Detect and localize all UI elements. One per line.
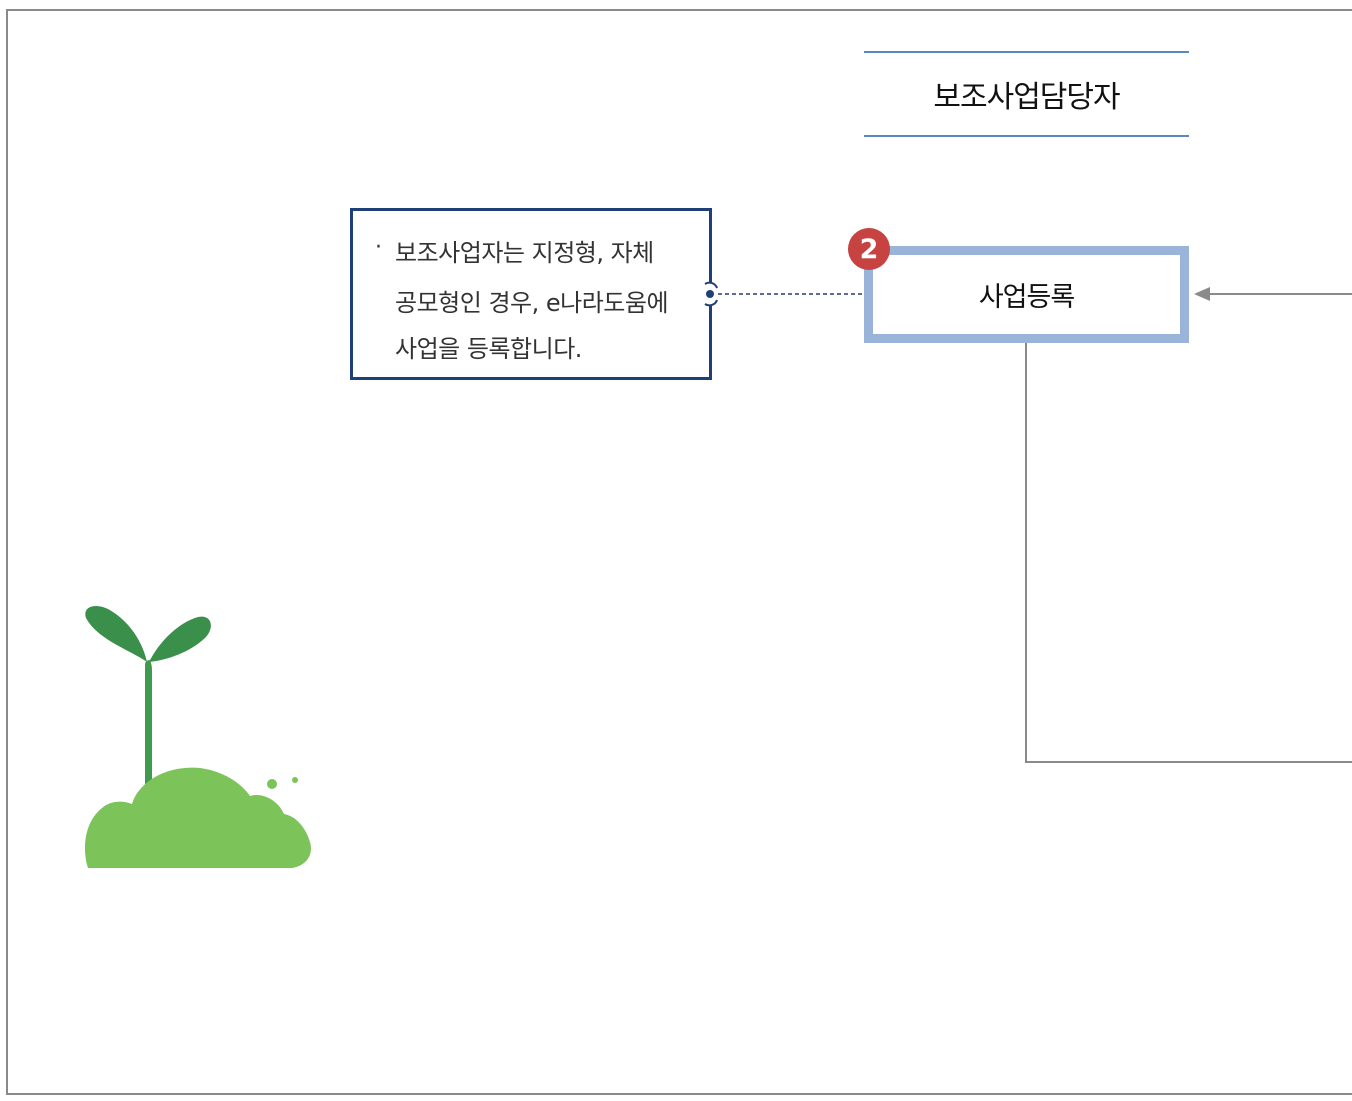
note-line-1: 보조사업자는 지정형, 자체 <box>395 239 654 267</box>
diagram-frame <box>6 9 1352 1095</box>
note-box: · 보조사업자는 지정형, 자체 공모형인 경우, e나라도움에 사업을 등록합… <box>350 208 712 380</box>
step-number: 2 <box>859 233 879 265</box>
sprout-illustration-icon <box>84 606 311 868</box>
role-header: 보조사업담당자 <box>864 51 1189 137</box>
note-line-3: 사업을 등록합니다. <box>395 335 582 363</box>
step-business-registration[interactable]: 사업등록 <box>864 246 1189 343</box>
step-label: 사업등록 <box>978 282 1075 313</box>
step-number-badge: 2 <box>848 228 890 270</box>
outgoing-flow-line <box>1025 343 1352 763</box>
arrow-head-icon <box>1194 287 1210 301</box>
role-header-label: 보조사업담당자 <box>933 80 1120 115</box>
note-bullet: · <box>375 235 382 260</box>
note-line-2: 공모형인 경우, e나라도움에 <box>395 289 669 317</box>
